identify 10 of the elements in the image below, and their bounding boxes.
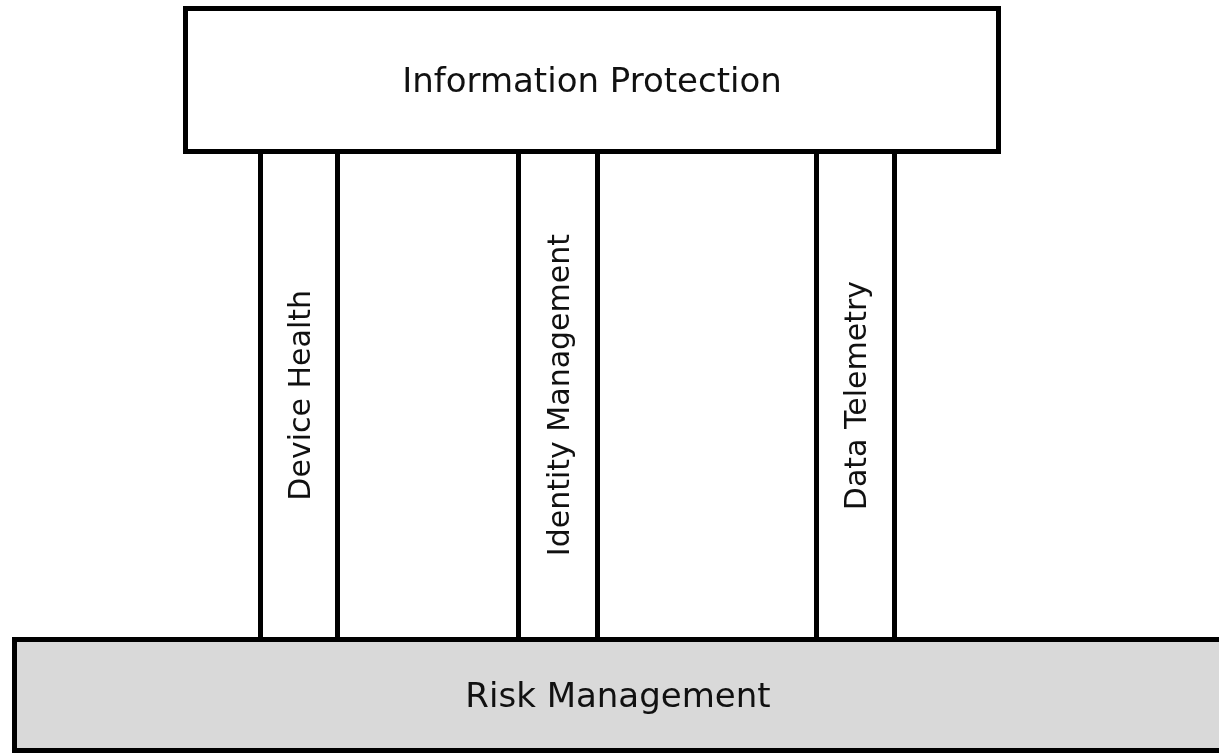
box-label: Identity Management (540, 234, 576, 557)
foundation-box (12, 637, 1219, 753)
box-label: Risk Management (465, 675, 771, 715)
lintel-box (183, 6, 1001, 154)
pillar-box (516, 154, 600, 637)
pillar-box (814, 154, 897, 637)
box-label: Data Telemetry (838, 280, 873, 511)
box-label: Device Health (281, 290, 317, 501)
box-label: Information Protection (402, 60, 782, 100)
pillar-box (258, 154, 340, 637)
